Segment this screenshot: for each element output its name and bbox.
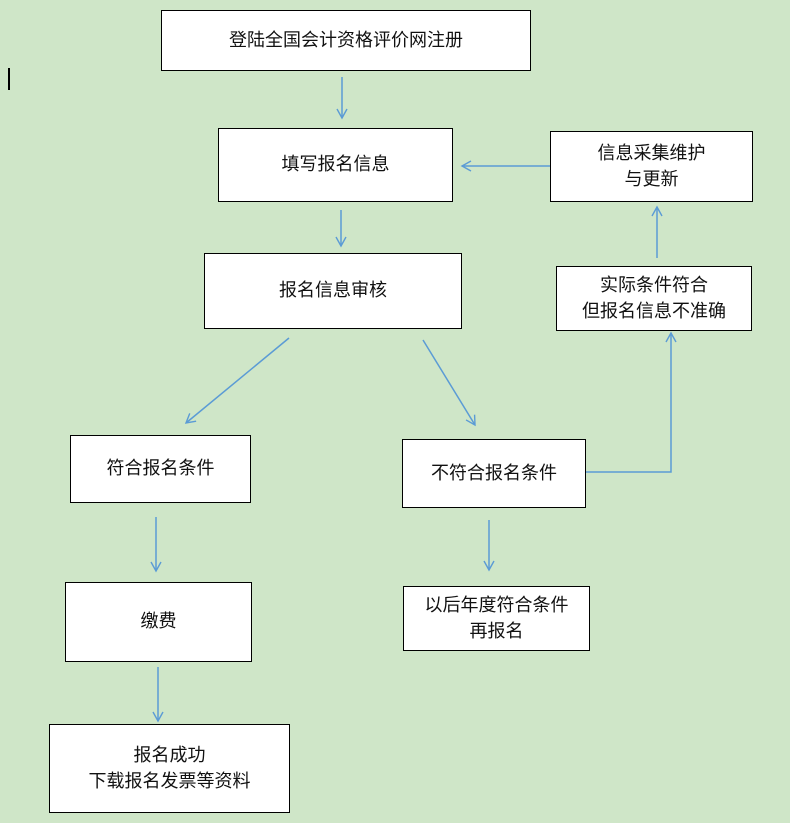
node-success-line-2: 下载报名发票等资料 bbox=[88, 770, 251, 792]
node-pay: 缴费 bbox=[65, 582, 252, 662]
node-eligible-text: 符合报名条件 bbox=[106, 458, 215, 479]
node-review-text: 报名信息审核 bbox=[279, 280, 387, 301]
node-actual-ok-line-1: 实际条件符合 bbox=[600, 274, 708, 296]
node-maintain-line-1: 信息采集维护 bbox=[597, 142, 706, 164]
node-fill-info: 填写报名信息 bbox=[218, 128, 453, 202]
node-success: 报名成功 下载报名发票等资料 bbox=[49, 724, 290, 813]
node-not-eligible: 不符合报名条件 bbox=[402, 439, 586, 508]
arrow-review-to-eligible bbox=[184, 337, 290, 424]
node-register: 登陆全国会计资格评价网注册 bbox=[161, 10, 531, 71]
node-later-year: 以后年度符合条件 再报名 bbox=[403, 586, 590, 651]
node-eligible: 符合报名条件 bbox=[70, 435, 251, 503]
node-later-year-line-1: 以后年度符合条件 bbox=[424, 594, 569, 616]
node-later-year-line-2: 再报名 bbox=[469, 620, 524, 642]
node-register-text: 登陆全国会计资格评价网注册 bbox=[229, 29, 463, 51]
node-not-eligible-text: 不符合报名条件 bbox=[431, 462, 557, 484]
node-actual-ok: 实际条件符合 但报名信息不准确 bbox=[556, 266, 752, 331]
node-success-line-1: 报名成功 bbox=[133, 744, 206, 766]
node-maintain: 信息采集维护 与更新 bbox=[550, 131, 753, 202]
arrow-not-eligible-to-actual bbox=[586, 331, 677, 473]
node-actual-ok-line-2: 但报名信息不准确 bbox=[582, 300, 726, 322]
node-maintain-line-2: 与更新 bbox=[624, 168, 679, 190]
node-pay-text: 缴费 bbox=[140, 611, 177, 632]
arrow-review-to-not-eligible bbox=[422, 339, 476, 427]
node-fill-info-text: 填写报名信息 bbox=[281, 154, 390, 175]
text-cursor bbox=[8, 68, 10, 90]
node-review: 报名信息审核 bbox=[204, 253, 462, 329]
